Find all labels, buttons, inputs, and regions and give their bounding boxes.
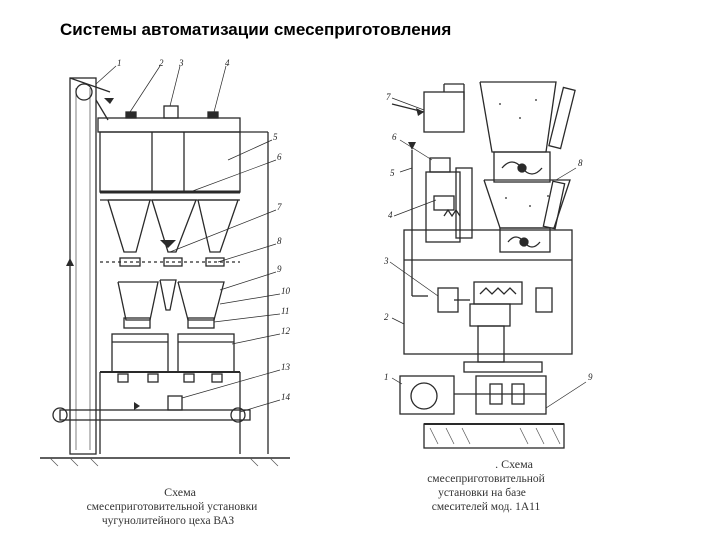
right-caption: . Схема смесеприготовительной установки …: [427, 457, 545, 513]
right-label-3: 3: [383, 256, 389, 266]
left-label-9: 9: [277, 264, 282, 274]
right-caption-line-4: смесителей мод. 1А11: [432, 501, 541, 513]
left-label-4: 4: [225, 58, 230, 68]
right-caption-line-3: установки на базе: [438, 487, 526, 499]
right-label-4: 4: [388, 210, 393, 220]
foundation: [423, 423, 565, 449]
right-diagram-numbers: 7 6 5 4 3 2 1 8 9: [383, 92, 593, 382]
left-label-7: 7: [277, 202, 282, 212]
left-label-8: 8: [277, 236, 282, 246]
gearbox: [475, 375, 547, 415]
right-caption-line-1: . Схема: [495, 457, 534, 471]
right-caption-line-2: смесеприготовительной: [427, 473, 545, 485]
left-label-6: 6: [277, 152, 282, 162]
left-caption: Схема смесеприготовительной установки чу…: [87, 485, 258, 527]
right-label-2: 2: [384, 312, 389, 322]
feed-hopper: [479, 81, 557, 153]
mixer-1A11-body: [403, 229, 573, 355]
left-label-3: 3: [178, 58, 184, 68]
left-label-13: 13: [281, 362, 291, 372]
elevator-top-pulley: [75, 83, 93, 101]
left-label-12: 12: [281, 326, 291, 336]
left-caption-line-3: чугунолитейного цеха ВАЗ: [102, 515, 235, 527]
left-caption-line-2: смесеприготовительной установки: [87, 501, 258, 513]
right-label-9: 9: [588, 372, 593, 382]
left-label-2: 2: [159, 58, 164, 68]
right-label-7: 7: [386, 92, 391, 102]
left-label-5: 5: [273, 132, 278, 142]
left-label-10: 10: [281, 286, 291, 296]
right-label-5: 5: [390, 168, 395, 178]
bottom-conveyor: [59, 409, 251, 421]
left-label-14: 14: [281, 392, 291, 402]
slide-title: Системы автоматизации смесеприготовления: [60, 20, 452, 39]
left-label-11: 11: [281, 306, 289, 316]
right-label-8: 8: [578, 158, 583, 168]
left-label-1: 1: [117, 58, 122, 68]
dosing-unit-box: [423, 91, 465, 133]
right-label-1: 1: [384, 372, 389, 382]
drive-motor: [399, 375, 455, 415]
left-diagram-numbers: 1 2 3 4 5 6 7 8 9 10 11 12 13 14: [117, 58, 291, 402]
right-label-6: 6: [392, 132, 397, 142]
left-caption-line-1: Схема: [164, 485, 197, 499]
